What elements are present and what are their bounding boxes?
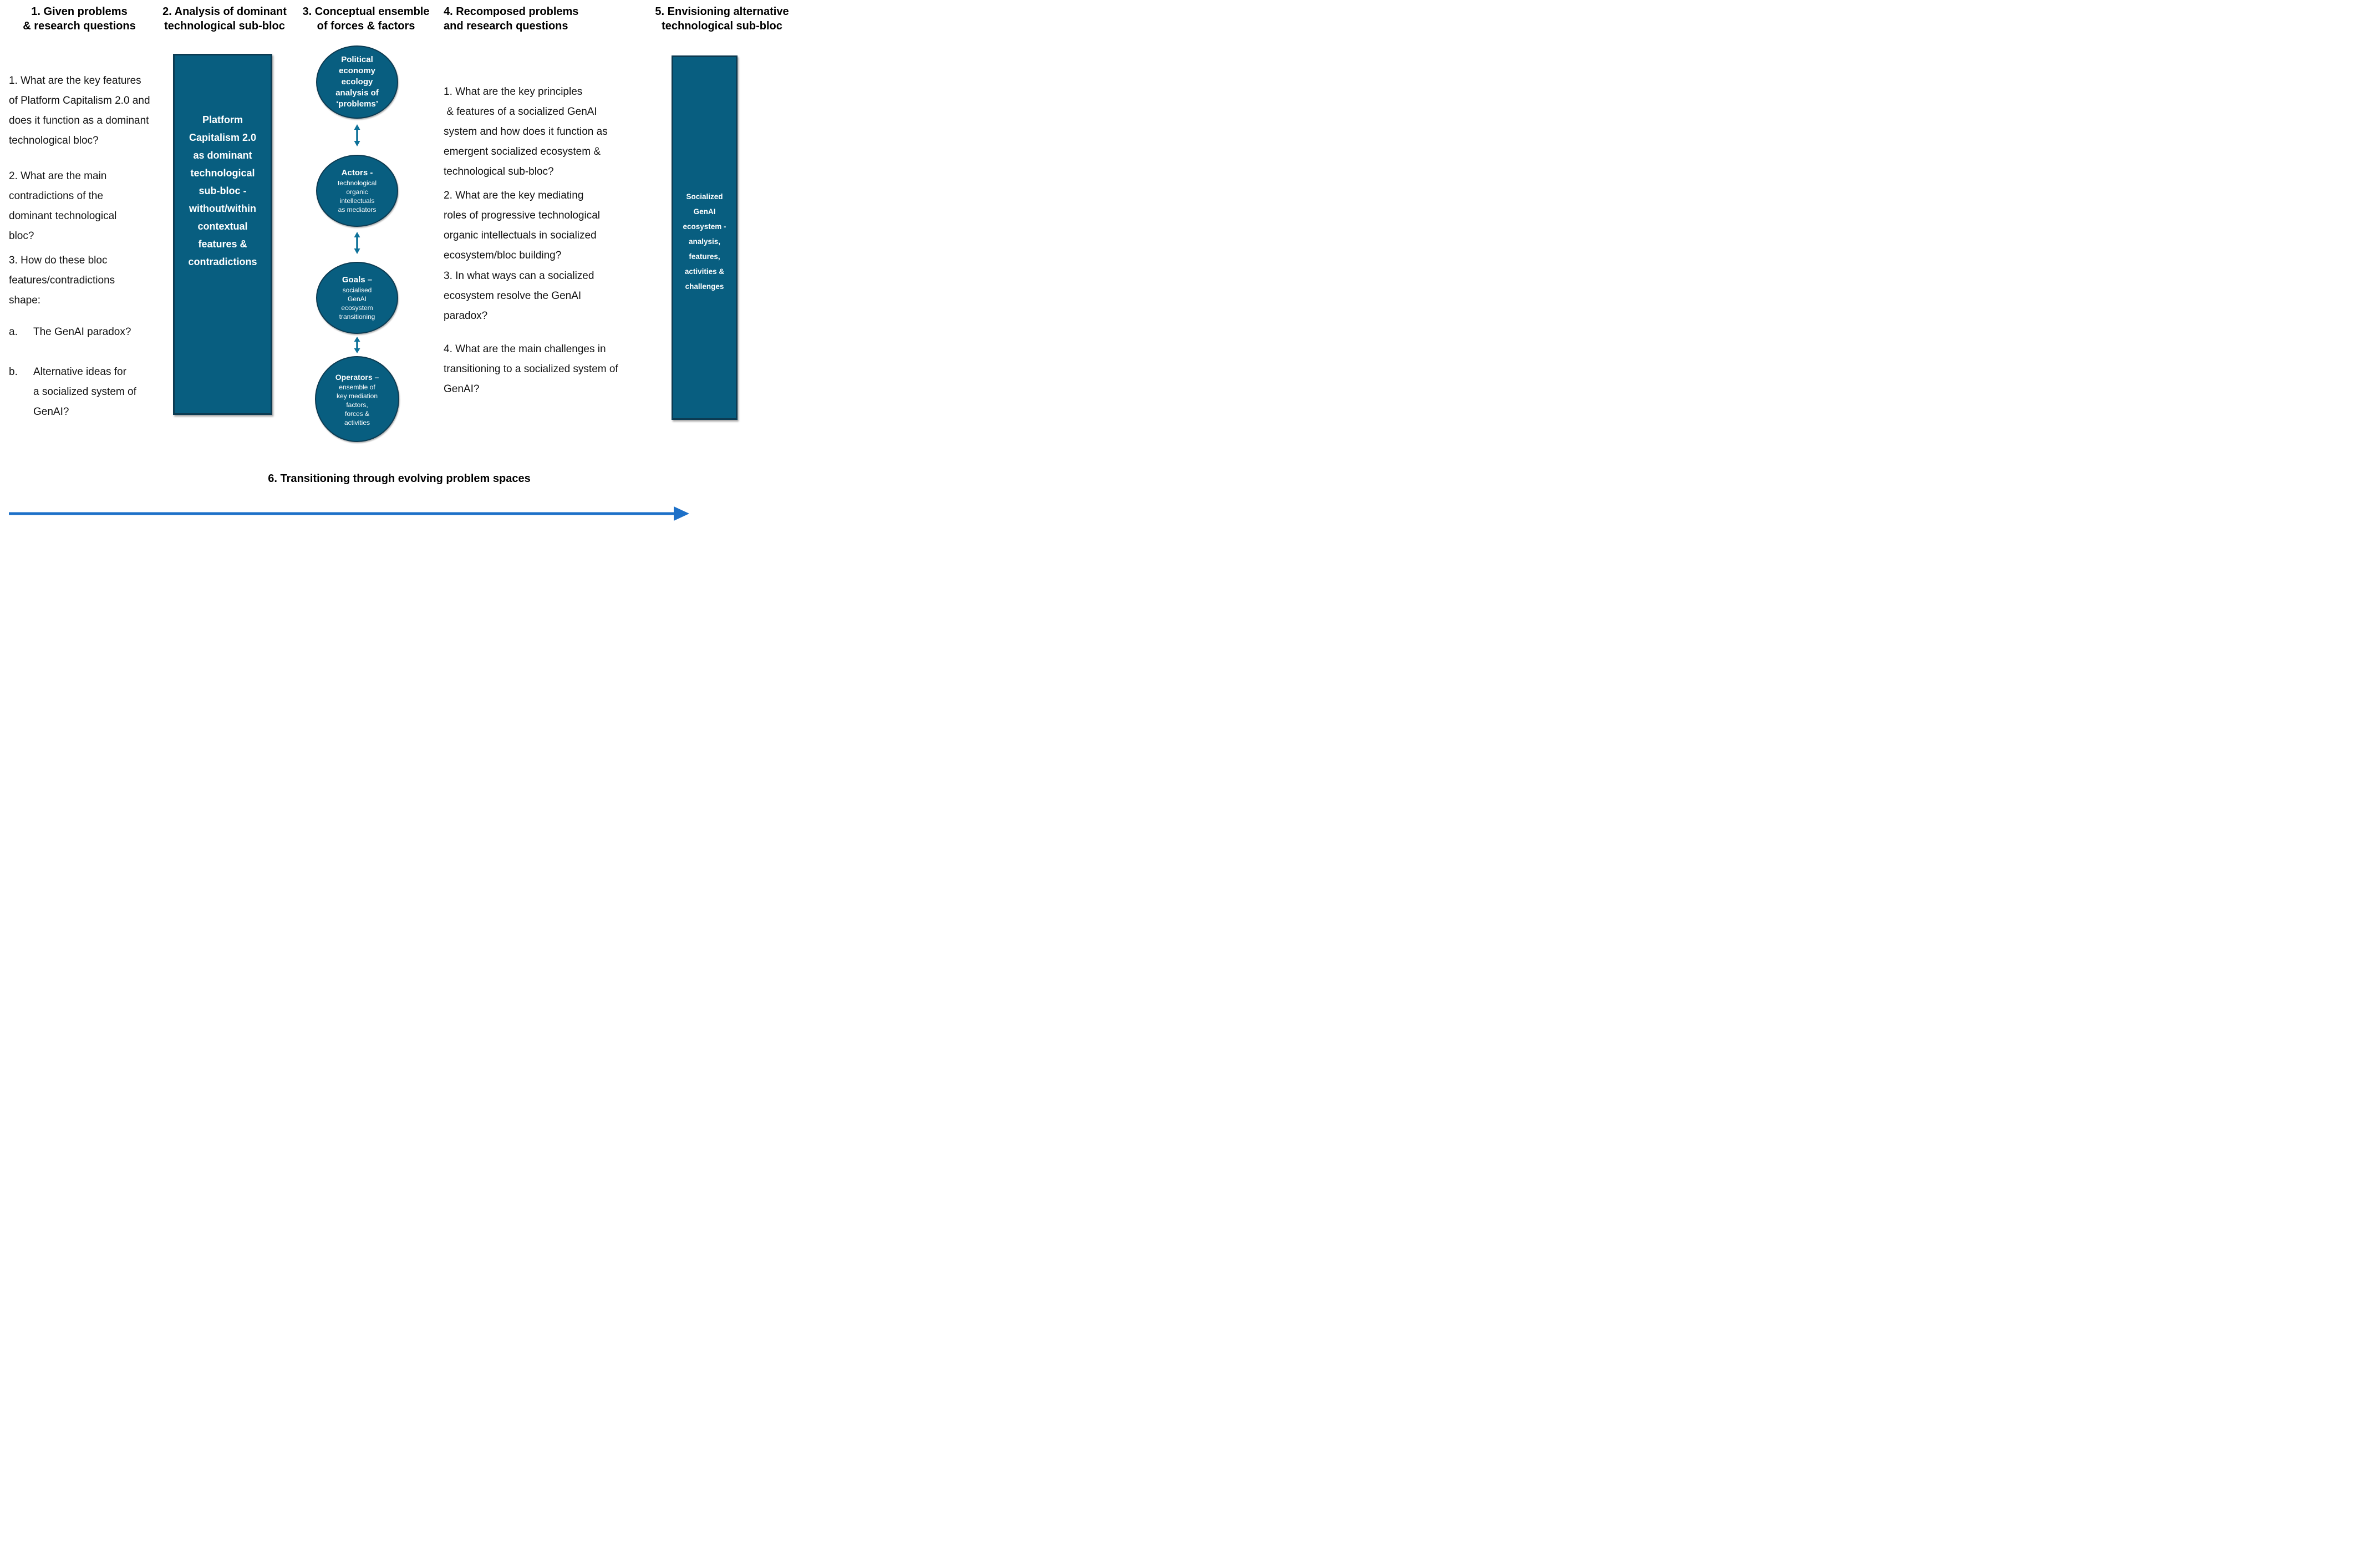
recomposed-question-2: 2. What are the key mediating roles of p…: [444, 190, 600, 261]
column-header-envisioning-alternative: 5. Envisioning alternative technological…: [655, 6, 789, 33]
column-header-analysis-dominant: 2. Analysis of dominant technological su…: [162, 6, 287, 33]
transition-label: 6. Transitioning through evolving proble…: [268, 473, 531, 485]
double-arrow-icon: [354, 124, 360, 146]
circle-operators-title: Operators –: [335, 372, 379, 382]
circle-operators-body: ensemble of key mediation factors, force…: [336, 383, 378, 427]
list-text-a: The GenAI paradox?: [33, 326, 131, 338]
column-header-conceptual-ensemble: 3. Conceptual ensemble of forces & facto…: [302, 6, 430, 33]
list-item-b: b. Alternative ideas for a socialized sy…: [9, 362, 178, 422]
recomposed-question-1: 1. What are the key principles & feature…: [444, 86, 608, 177]
column-header-recomposed-problems: 4. Recomposed problems and research ques…: [444, 6, 579, 33]
double-arrow-icon: [354, 337, 360, 353]
circle-goals-body: socialised GenAI ecosystem transitioning: [339, 286, 375, 321]
right-arrow-icon: [9, 506, 689, 521]
circle-actors: Actors - technological organic intellect…: [316, 155, 398, 227]
double-arrow-icon: [354, 232, 360, 254]
platform-capitalism-box: Platform Capitalism 2.0 as dominant tech…: [173, 54, 272, 415]
circle-political-economy-title: Political economy ecology analysis of ‘p…: [335, 55, 379, 109]
socialized-genai-box: Socialized GenAI ecosystem - analysis, f…: [672, 55, 738, 420]
column-header-given-problems: 1. Given problems & research questions: [23, 6, 136, 33]
circle-actors-title: Actors -: [341, 168, 373, 177]
list-item-a: a. The GenAI paradox?: [9, 322, 178, 342]
circle-actors-body: technological organic intellectuals as m…: [337, 179, 377, 214]
circle-goals: Goals – socialised GenAI ecosystem trans…: [316, 262, 398, 334]
list-marker-b: b.: [9, 366, 18, 378]
question-1-key-features: 1. What are the key features of Platform…: [9, 75, 150, 146]
circle-operators: Operators – ensemble of key mediation fa…: [315, 356, 399, 442]
recomposed-question-3: 3. In what ways can a socialized ecosyst…: [444, 270, 594, 322]
question-2-main-contradictions: 2. What are the main contradictions of t…: [9, 170, 117, 242]
question-3-bloc-features-shape: 3. How do these bloc features/contradict…: [9, 255, 115, 306]
circle-goals-title: Goals –: [342, 275, 373, 285]
research-framework-diagram: 1. Given problems & research questions 2…: [0, 0, 794, 522]
circle-political-economy: Political economy ecology analysis of ‘p…: [316, 45, 398, 119]
list-marker-a: a.: [9, 326, 18, 338]
list-text-b: Alternative ideas for a socialized syste…: [33, 366, 136, 418]
question-3-sublist: a. The GenAI paradox? b. Alternative ide…: [9, 302, 178, 442]
recomposed-question-4: 4. What are the main challenges in trans…: [444, 343, 618, 395]
